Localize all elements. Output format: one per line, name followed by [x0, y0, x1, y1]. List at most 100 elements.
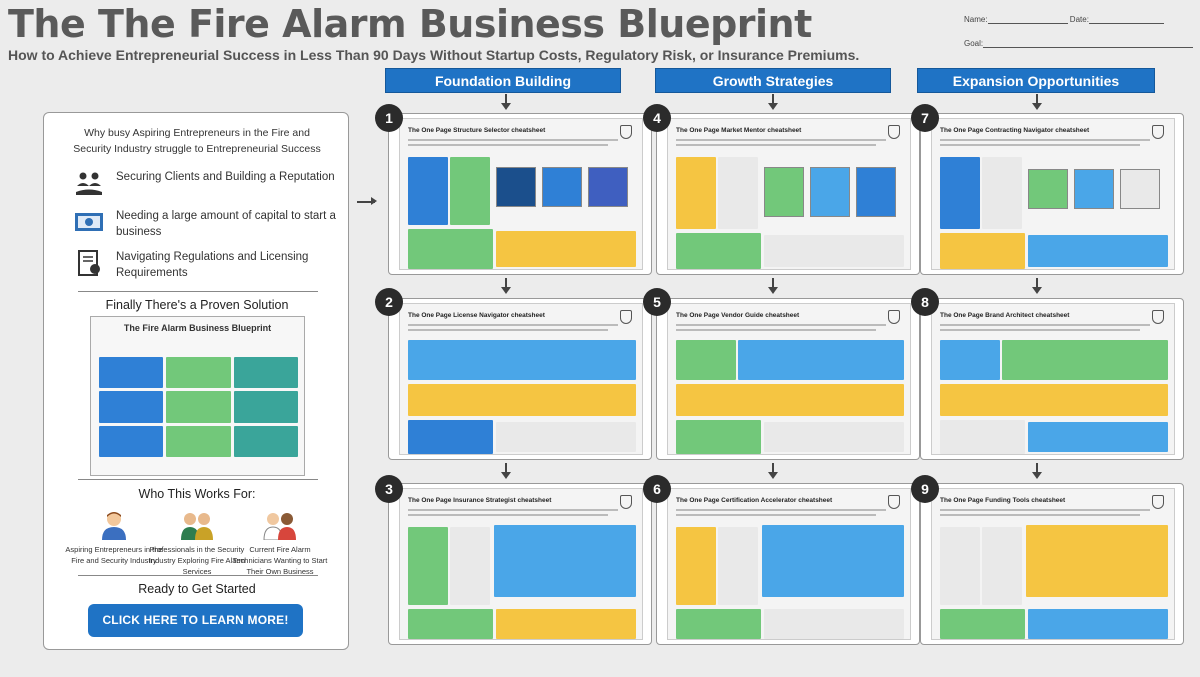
struggle-block — [676, 157, 716, 229]
left-panel: Why busy Aspiring Entrepreneurs in the F… — [43, 112, 349, 650]
step-number-badge: 8 — [911, 288, 939, 316]
goal-label: Goal: — [964, 39, 984, 48]
cheatsheet-title: The One Page Structure Selector cheatshe… — [408, 127, 546, 134]
program-block — [676, 233, 761, 269]
step-block — [1074, 169, 1114, 209]
arrow-down-icon — [1032, 463, 1042, 479]
offer-block — [764, 422, 904, 452]
cheatsheet-preview: The One Page Market Mentor cheatsheet — [667, 118, 911, 270]
date-label: Date: — [1069, 15, 1089, 24]
program-block — [408, 420, 493, 454]
cheatsheet-title: The One Page Contracting Navigator cheat… — [940, 127, 1090, 134]
cheatsheet-preview: The One Page License Navigator cheatshee… — [399, 303, 643, 455]
step-block — [496, 167, 536, 207]
offer-block — [1028, 609, 1168, 639]
offer-block — [1028, 422, 1168, 452]
text-line — [676, 514, 876, 516]
struggle-heading: Why busy Aspiring Entrepreneurs in the F… — [73, 127, 321, 155]
column-header-foundation: Foundation Building — [385, 68, 621, 93]
blueprint-preview-title: The Fire Alarm Business Blueprint — [123, 323, 272, 333]
shield-icon — [620, 125, 632, 139]
cheatsheet-card-6[interactable]: The One Page Certification Accelerator c… — [656, 483, 920, 645]
preview-cell — [166, 391, 231, 423]
shield-icon — [888, 125, 900, 139]
audience-text: Aspiring Entrepreneurs in the Fire and S… — [65, 545, 163, 565]
learn-more-button[interactable]: CLICK HERE TO LEARN MORE! — [88, 604, 303, 637]
cheatsheet-card-8[interactable]: The One Page Brand Architect cheatsheet — [920, 298, 1184, 460]
professionals-icon — [181, 513, 213, 540]
struggle-block — [676, 340, 736, 380]
step-number-badge: 2 — [375, 288, 403, 316]
struggle-block — [940, 157, 980, 229]
cheatsheet-card-9[interactable]: The One Page Funding Tools cheatsheet — [920, 483, 1184, 645]
struggle-block — [450, 527, 490, 605]
struggle-block — [940, 527, 980, 605]
divider — [78, 291, 318, 292]
struggle-text: Needing a large amount of capital to sta… — [116, 210, 336, 238]
audience-text: Professionals in the Security Industry E… — [148, 545, 246, 576]
offer-block — [496, 231, 636, 267]
step-block — [856, 167, 896, 217]
offer-block — [764, 235, 904, 267]
cheatsheet-preview: The One Page Funding Tools cheatsheet — [931, 488, 1175, 640]
cheatsheet-card-2[interactable]: The One Page License Navigator cheatshee… — [388, 298, 652, 460]
text-line — [940, 329, 1140, 331]
cheatsheet-preview: The One Page Vendor Guide cheatsheet — [667, 303, 911, 455]
column-header-growth: Growth Strategies — [655, 68, 891, 93]
arrow-down-icon — [768, 463, 778, 479]
text-line — [408, 139, 618, 141]
cheatsheet-card-4[interactable]: The One Page Market Mentor cheatsheet — [656, 113, 920, 275]
text-line — [408, 324, 618, 326]
text-line — [676, 144, 876, 146]
solution-heading: Finally There's a Proven Solution — [105, 298, 289, 312]
ready-heading: Ready to Get Started — [138, 582, 256, 596]
preview-cell — [99, 357, 164, 389]
preview-cell — [99, 425, 164, 457]
arrow-right-icon — [357, 198, 377, 204]
cheatsheet-title: The One Page Certification Accelerator c… — [676, 497, 833, 504]
column-header-expansion: Expansion Opportunities — [917, 68, 1155, 93]
step-block — [494, 525, 636, 597]
preview-cell — [233, 425, 298, 457]
step-block — [1028, 169, 1068, 209]
cheatsheet-preview: The One Page Certification Accelerator c… — [667, 488, 911, 640]
struggle-item: Navigating Regulations and Licensing Req… — [74, 249, 344, 281]
arrow-down-icon — [768, 278, 778, 294]
arrow-down-icon — [768, 94, 778, 110]
step-block — [676, 384, 904, 416]
name-field[interactable]: Name: Date: — [964, 15, 1164, 24]
text-line — [408, 509, 618, 511]
divider — [78, 479, 318, 480]
step-block — [940, 384, 1168, 416]
shield-icon — [620, 310, 632, 324]
cheatsheet-card-1[interactable]: The One Page Structure Selector cheatshe… — [388, 113, 652, 275]
cheatsheet-preview: The One Page Brand Architect cheatsheet — [931, 303, 1175, 455]
text-line — [676, 329, 876, 331]
struggle-block — [408, 157, 448, 225]
shield-icon — [888, 495, 900, 509]
struggle-block — [676, 527, 716, 605]
arrow-down-icon — [501, 94, 511, 110]
blueprint-preview[interactable]: The Fire Alarm Business Blueprint — [90, 316, 305, 476]
step-block — [810, 167, 850, 217]
step-block — [764, 167, 804, 217]
shield-icon — [1152, 125, 1164, 139]
shield-icon — [1152, 310, 1164, 324]
cheatsheet-title: The One Page License Navigator cheatshee… — [408, 312, 545, 319]
cheatsheet-card-5[interactable]: The One Page Vendor Guide cheatsheet — [656, 298, 920, 460]
name-label: Name: — [964, 15, 988, 24]
shield-icon — [888, 310, 900, 324]
struggle-text: Securing Clients and Building a Reputati… — [116, 171, 335, 183]
program-block — [676, 420, 761, 454]
cheatsheet-card-7[interactable]: The One Page Contracting Navigator cheat… — [920, 113, 1184, 275]
cheatsheet-card-3[interactable]: The One Page Insurance Strategist cheats… — [388, 483, 652, 645]
program-block — [408, 609, 493, 639]
goal-field[interactable]: Goal: — [964, 39, 1194, 48]
cheatsheet-preview: The One Page Structure Selector cheatshe… — [399, 118, 643, 270]
struggle-block — [982, 157, 1022, 229]
offer-block — [496, 422, 636, 452]
struggle-block — [1002, 340, 1168, 380]
preview-cell — [233, 391, 298, 423]
text-line — [940, 324, 1150, 326]
divider — [78, 575, 318, 576]
